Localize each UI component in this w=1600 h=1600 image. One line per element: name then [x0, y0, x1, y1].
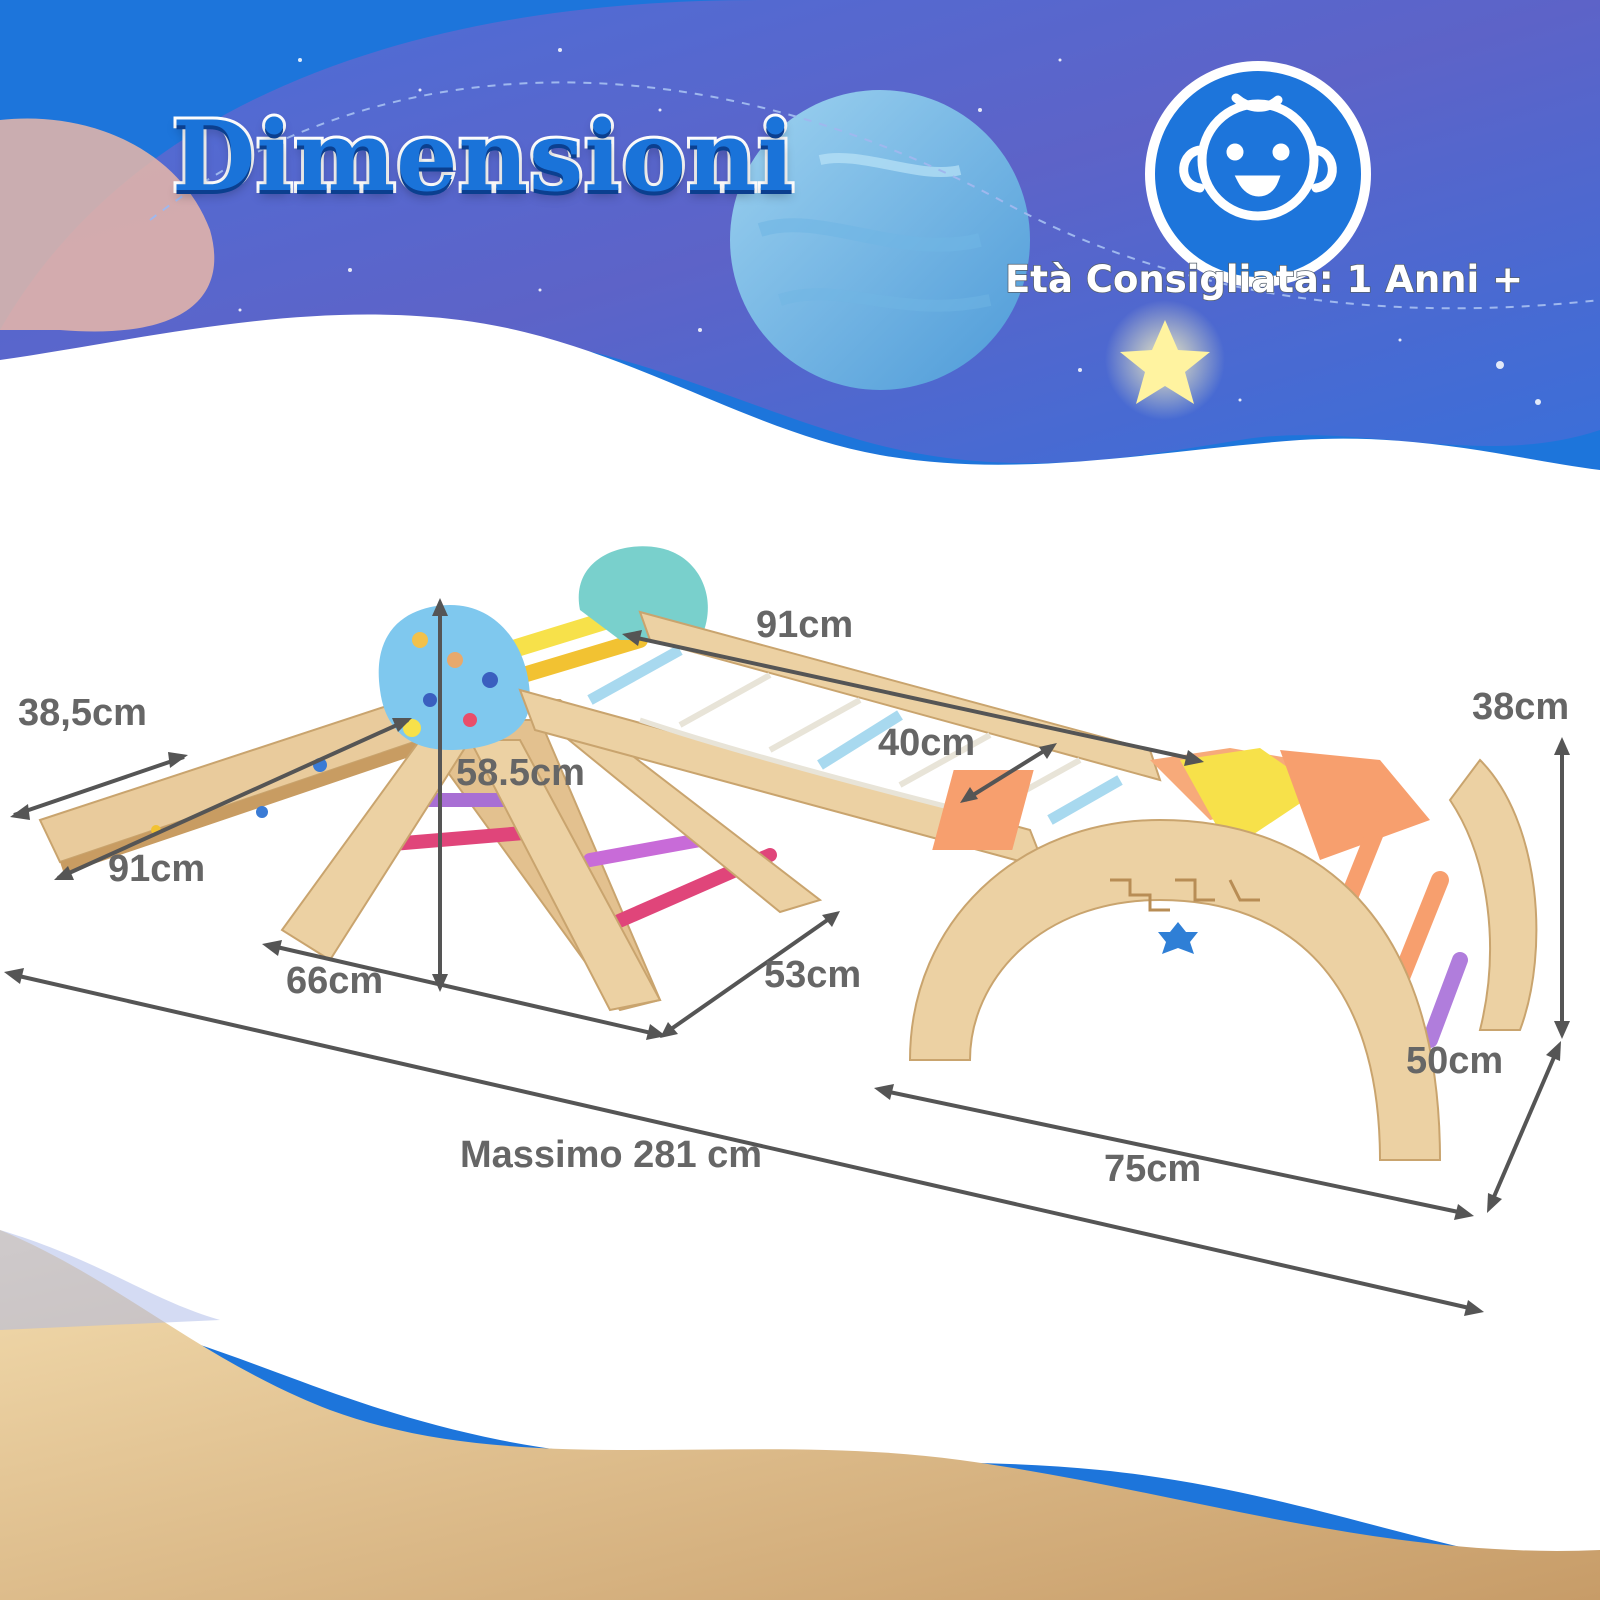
- ramp: [38, 698, 424, 874]
- sand-dune: [0, 1230, 1600, 1600]
- arch: [908, 748, 1538, 1161]
- ramp-length-label: 91cm: [108, 848, 206, 890]
- orbit-line: [149, 81, 1600, 310]
- recommended-age-label: Età Consigliata: 1 Anni +: [1004, 257, 1524, 302]
- arch-height-label: 38cm: [1472, 686, 1570, 728]
- left-planet: [0, 118, 215, 332]
- star-dots: [238, 48, 1541, 405]
- triangle-depth-label: 66cm: [286, 960, 384, 1002]
- ladder-width-label: 40cm: [878, 722, 976, 764]
- age-badge: [1145, 61, 1371, 287]
- triangle-width-label: 53cm: [764, 954, 862, 996]
- arch-length-label: 75cm: [1104, 1148, 1202, 1190]
- ramp-width-label: 38,5cm: [18, 692, 147, 734]
- total-length-label: Massimo 281 cm: [460, 1134, 763, 1176]
- gear-icon: [1158, 922, 1198, 954]
- arrow-heads: [4, 598, 1570, 1316]
- arch-width-label: 50cm: [1406, 1040, 1504, 1082]
- star-icon: [1120, 320, 1210, 404]
- page-title: Dimensioni: [169, 97, 797, 216]
- ladder-length-label: 91cm: [756, 604, 854, 646]
- triangle-height-label: 58.5cm: [456, 752, 585, 794]
- baby-face-icon: [1179, 93, 1337, 221]
- dimension-arrows: [9, 605, 1564, 1312]
- triangle-climber: [280, 546, 823, 1012]
